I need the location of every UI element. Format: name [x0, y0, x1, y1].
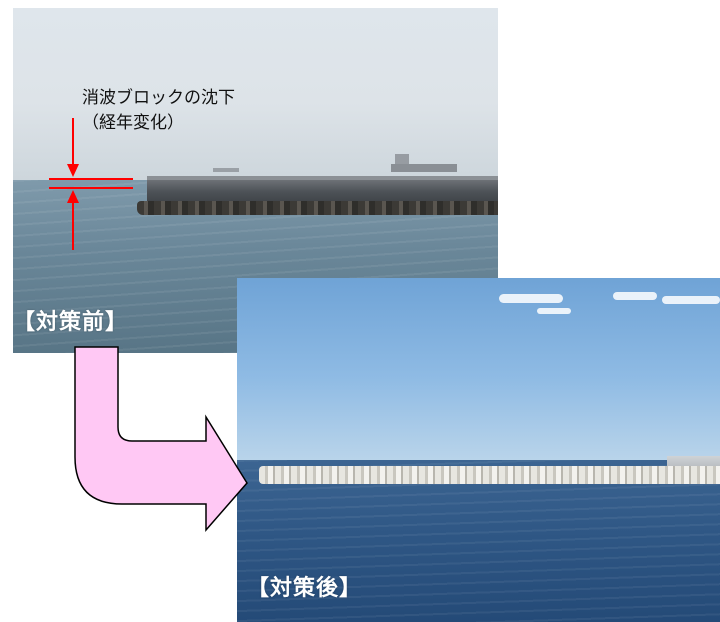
- before-label: 【対策前】: [13, 310, 129, 335]
- flow-arrow-shape: [74, 346, 248, 533]
- annotation-line-1: 消波ブロックの沈下: [82, 88, 235, 108]
- cloud: [499, 294, 563, 303]
- settlement-arrow-up-shaft: [72, 202, 74, 250]
- settlement-arrow-down-head: [67, 164, 79, 177]
- distant-ship-small: [213, 168, 239, 172]
- after-label: 【対策後】: [247, 576, 363, 601]
- settlement-annotation: 消波ブロックの沈下 （経年変化）: [82, 86, 235, 136]
- distant-ship-cabin: [395, 154, 409, 165]
- settlement-line-top: [49, 178, 133, 180]
- before-sky: [13, 8, 498, 180]
- after-sea: [237, 460, 720, 622]
- distant-ship: [391, 164, 457, 172]
- breakwater-cap: [147, 176, 498, 182]
- after-ripples: [237, 460, 720, 622]
- annotation-line-2: （経年変化）: [82, 113, 184, 133]
- settlement-arrow-up-head: [67, 190, 79, 203]
- cloud: [537, 308, 571, 314]
- restored-wave-blocks: [259, 466, 720, 484]
- settlement-line-bottom: [49, 187, 133, 189]
- after-sky: [237, 278, 720, 460]
- flow-arrow-icon: [74, 346, 248, 533]
- before-photo: 【対策前】: [13, 8, 498, 353]
- after-photo: 【対策後】: [237, 278, 720, 622]
- cloud: [662, 296, 720, 304]
- settlement-arrow-down-shaft: [72, 118, 74, 166]
- cloud: [613, 292, 657, 300]
- sunken-wave-blocks: [137, 201, 498, 215]
